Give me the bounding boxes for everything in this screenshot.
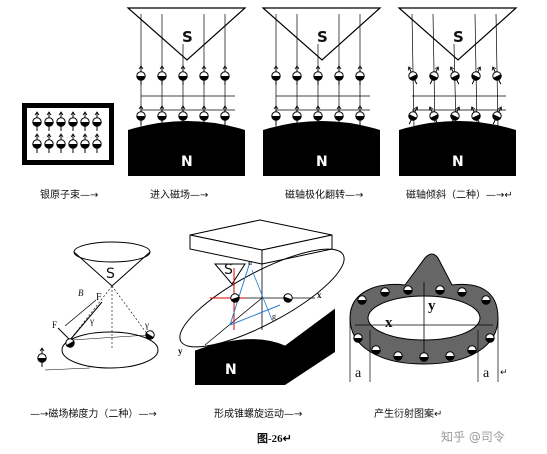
pole-south-3: S	[453, 28, 464, 46]
pole-north-3: N	[452, 154, 464, 170]
ring-a-right: a	[483, 366, 490, 381]
label-pattern: 产生衍射图案↵	[374, 409, 443, 420]
label-polarize: 磁轴极化翻转—→	[285, 190, 364, 201]
cone-x-label: x	[317, 290, 322, 300]
silver-beam-box	[22, 103, 114, 165]
force-f-label: F	[96, 292, 102, 303]
force-b-label: B	[78, 288, 84, 298]
ring-x-label: x	[385, 315, 393, 331]
pole-north-block: N	[225, 362, 237, 378]
pole-north-1: N	[181, 154, 193, 170]
magnet-panel-enter	[126, 7, 247, 176]
magnet-panel-tilt	[397, 7, 518, 176]
force-f-sub: F	[52, 320, 58, 330]
pole-south-block: S	[224, 262, 233, 278]
ring-end-mark: ↵	[500, 368, 508, 378]
cone-y-label: y	[178, 346, 183, 356]
watermark: 知乎 @司令	[441, 430, 505, 444]
label-silver-beam: 银原子束—→	[40, 190, 99, 201]
label-tilt: 磁轴倾斜（二种）—→↵	[406, 190, 513, 201]
force-gamma-2: γ	[145, 320, 149, 330]
magnet-panel-polarize	[261, 7, 382, 176]
force-diagram	[38, 241, 159, 371]
label-gradient-force: —→磁场梯度力（二种）—→	[30, 409, 157, 420]
pole-north-2: N	[316, 154, 328, 170]
pole-south-cone: S	[106, 266, 115, 282]
precession-diagram	[179, 219, 345, 385]
cone-u-label: u	[248, 258, 252, 267]
pole-south-1: S	[182, 28, 193, 46]
ring-y-label: y	[428, 298, 436, 314]
ring-a-left: a	[355, 366, 362, 381]
force-gamma: γ	[90, 316, 94, 326]
label-enter-field: 进入磁场—→	[150, 190, 209, 201]
cone-g-label: g	[272, 312, 276, 321]
ring-diagram	[349, 253, 499, 382]
figure-caption: 图-26↵	[257, 433, 292, 445]
label-precession: 形成锥螺旋运动—→	[214, 409, 303, 420]
pole-south-2: S	[317, 28, 328, 46]
